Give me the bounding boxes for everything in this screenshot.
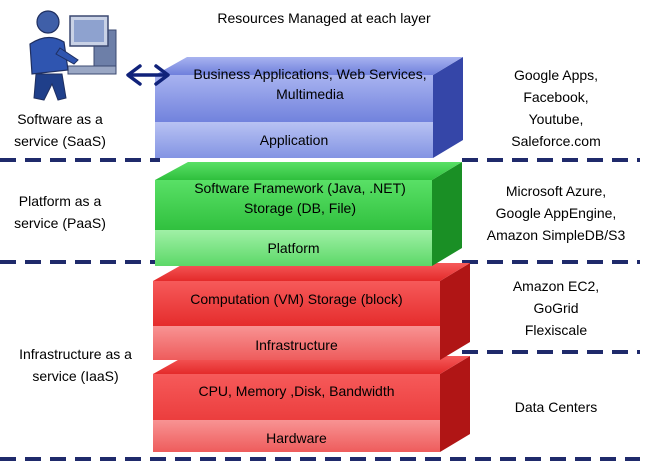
- paas-examples: Microsoft Azure, Google AppEngine, Amazo…: [486, 183, 626, 243]
- application-front-label: Application: [259, 132, 329, 148]
- infrastructure-top: [153, 263, 470, 281]
- iaas-examples: Amazon EC2, GoGrid Flexiscale: [512, 278, 600, 338]
- platform-front: [155, 230, 432, 266]
- diagram-title: Resources Managed at each layer: [217, 10, 431, 26]
- application-top: [155, 57, 463, 75]
- infrastructure-side: [440, 263, 470, 360]
- platform-side: [432, 162, 462, 266]
- application-side: [433, 57, 463, 158]
- hardware-side: [440, 356, 470, 452]
- application-top-label: Business Applications, Web Services,Mult…: [193, 66, 427, 102]
- user-at-computer-icon: [29, 10, 117, 101]
- double-arrow-icon: [126, 64, 170, 86]
- platform-slab: [155, 162, 462, 266]
- hardware-front-label: Hardware: [266, 430, 327, 446]
- platform-top-label: Software Framework (Java, .NET)Storage (…: [194, 180, 406, 216]
- application-front: [155, 122, 433, 158]
- infrastructure-top-label: Computation (VM) Storage (block): [190, 291, 403, 307]
- infrastructure-slab: [153, 263, 470, 360]
- hardware-front: [153, 420, 440, 452]
- saas-examples: Google Apps, Facebook, Youtube, Saleforc…: [511, 67, 601, 149]
- hardware-slab: [153, 356, 470, 452]
- infrastructure-front-label: Infrastructure: [255, 337, 338, 353]
- platform-front-label: Platform: [267, 240, 320, 256]
- hardware-top: [153, 356, 470, 374]
- hardware-top-label: CPU, Memory ,Disk, Bandwidth: [198, 383, 395, 399]
- infrastructure-front: [153, 326, 440, 360]
- hardware-examples: Data Centers: [514, 399, 598, 415]
- application-slab: [155, 57, 463, 158]
- platform-top: [155, 162, 462, 180]
